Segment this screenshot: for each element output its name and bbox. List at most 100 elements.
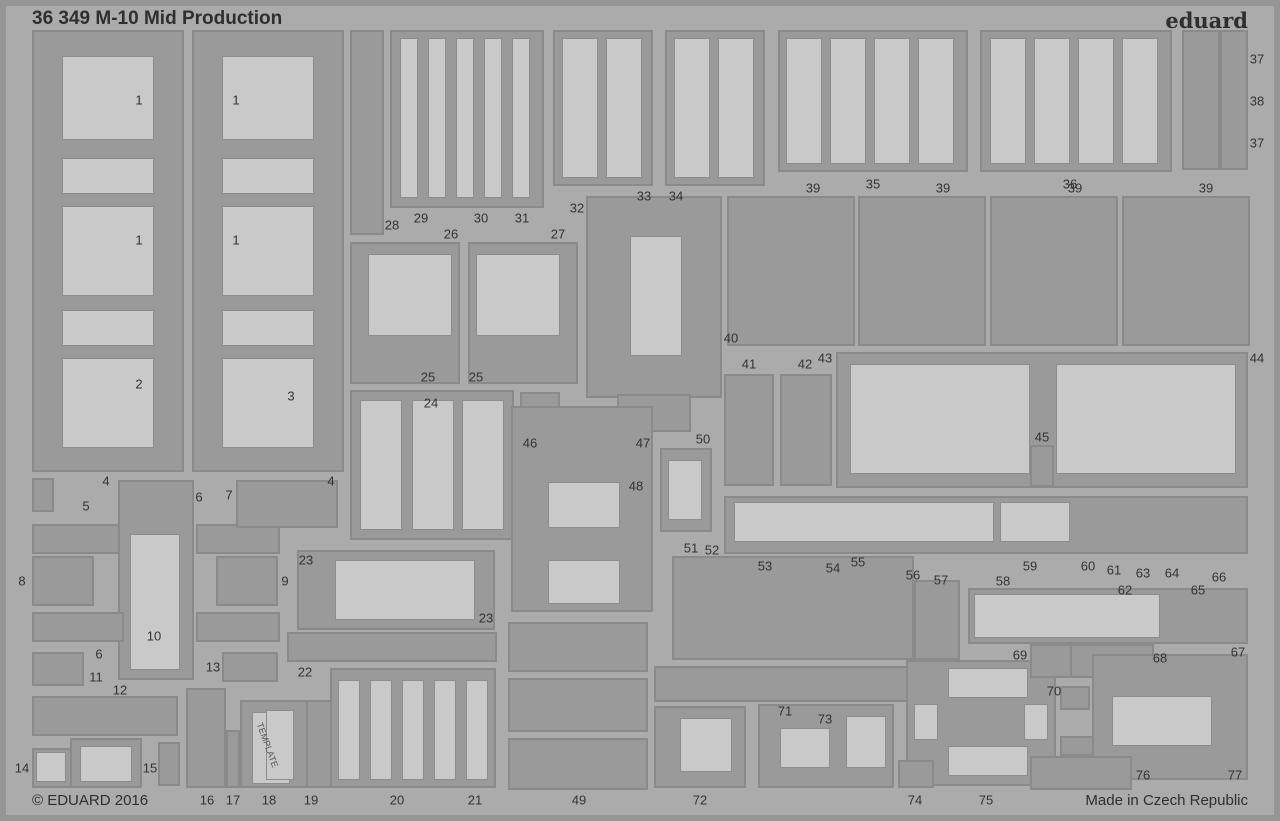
part-cutout [1034,38,1070,164]
part-cutout [428,38,446,198]
part-number: 39 [935,180,951,196]
part-number: 48 [628,478,644,494]
part-cutout [62,56,154,140]
part-number: 73 [817,711,833,727]
part-number: 67 [1230,644,1246,660]
etched-part [196,612,280,642]
etched-part [672,556,914,660]
etched-part [780,374,832,486]
part-number: 20 [389,792,405,808]
part-number: 63 [1135,565,1151,581]
part-cutout [360,400,402,530]
part-cutout [368,254,452,336]
etched-part [32,652,84,686]
etched-part [858,196,986,346]
part-number: 35 [865,176,881,192]
part-number: 37 [1249,135,1265,151]
part-cutout [400,38,418,198]
etched-part [222,652,278,682]
part-number: 6 [95,646,103,662]
part-cutout [462,400,504,530]
part-number: 50 [695,431,711,447]
part-number: 34 [668,188,684,204]
part-number: 11 [89,669,103,685]
part-number: 64 [1164,565,1180,581]
etched-part [32,612,124,642]
part-number: 22 [297,664,313,680]
part-number: 68 [1152,650,1168,666]
part-number: 61 [1106,562,1122,578]
part-cutout [562,38,598,178]
etched-part [724,374,774,486]
part-cutout [412,400,454,530]
part-number: 24 [423,395,439,411]
part-cutout [456,38,474,198]
etched-part [990,196,1118,346]
etched-part [1220,30,1248,170]
part-cutout [846,716,886,768]
etched-part [914,580,960,660]
fret-frame [0,0,6,821]
part-cutout [335,560,475,620]
part-number: 13 [205,659,221,675]
etched-part [158,742,180,786]
etched-part [1030,756,1132,790]
part-number: 3 [287,388,295,404]
part-number: 31 [514,210,530,226]
etched-part [1122,196,1250,346]
part-number: 77 [1227,767,1243,783]
part-cutout [786,38,822,164]
part-cutout [338,680,360,780]
part-number: 40 [723,330,739,346]
part-number: 51 [683,540,699,556]
part-cutout [62,158,154,194]
part-number: 4 [102,473,110,489]
part-number: 39 [805,180,821,196]
part-number: 71 [777,703,793,719]
part-cutout [266,710,294,780]
part-number: 43 [817,350,833,366]
part-number: 41 [741,356,757,372]
part-cutout [1024,704,1048,740]
part-number: 60 [1080,558,1096,574]
origin-text: Made in Czech Republic [1085,792,1248,809]
part-cutout [780,728,830,768]
part-number: 1 [232,232,240,248]
part-cutout [990,38,1026,164]
part-cutout [1112,696,1212,746]
etched-part [186,688,226,788]
etched-part [508,678,648,732]
etched-part [508,738,648,790]
part-number: 36 [1062,176,1078,192]
part-cutout [512,38,530,198]
part-number: 44 [1249,350,1265,366]
kit-title: 36 349 M-10 Mid Production [32,8,283,29]
part-number: 25 [468,369,484,385]
part-number: 56 [905,567,921,583]
part-number: 57 [933,572,949,588]
etched-part [236,480,338,528]
etched-part [287,632,497,662]
part-cutout [1056,364,1236,474]
part-cutout [222,56,314,140]
part-number: 66 [1211,569,1227,585]
part-number: 25 [420,369,436,385]
part-number: 7 [225,487,233,503]
part-number: 46 [522,435,538,451]
part-number: 28 [384,217,400,233]
etched-part [350,30,384,235]
part-number: 6 [195,489,203,505]
part-number: 58 [995,573,1011,589]
part-cutout [874,38,910,164]
part-cutout [974,594,1160,638]
part-cutout [734,502,994,542]
part-number: 8 [18,573,26,589]
part-number: 39 [1067,180,1083,196]
etched-part [32,524,124,554]
fret-frame [1274,0,1280,821]
etched-part [1060,736,1094,756]
etched-part [32,556,94,606]
part-number: 72 [692,792,708,808]
brand-logo: eduard [1165,8,1248,33]
part-number: 30 [473,210,489,226]
